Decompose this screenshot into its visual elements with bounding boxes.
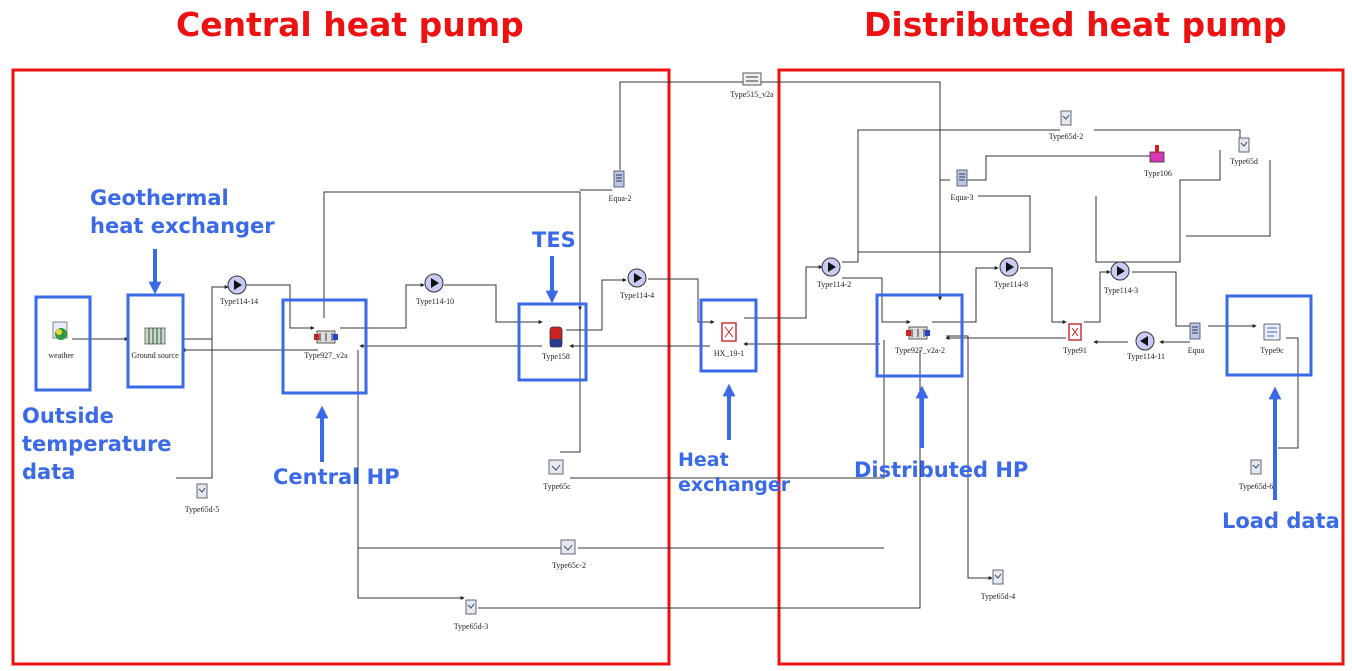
label-type65d: Type65d — [1230, 157, 1258, 166]
label-equa-2: Equa-2 — [608, 194, 632, 203]
pump-type114-2[interactable] — [821, 257, 841, 277]
label-type927-v2a-2: Type927_v2a-2 — [894, 346, 946, 355]
geothermal-line2: heat exchanger — [90, 214, 275, 238]
label-type114-2: Type114-2 — [816, 280, 852, 289]
label-type65d-6: Type65d-6 — [1238, 482, 1274, 491]
label-type65d-4: Type65d-4 — [980, 592, 1016, 601]
label-type91: Type91 — [1063, 346, 1087, 355]
pump-type114-10[interactable] — [424, 273, 444, 293]
label-type65d-3: Type65d-3 — [453, 622, 489, 631]
pump-type114-14[interactable] — [227, 275, 247, 295]
type91-component[interactable] — [1068, 323, 1082, 341]
type65d-4-printer-icon[interactable] — [992, 569, 1004, 585]
type515-component[interactable] — [742, 72, 762, 86]
type65c-printer-icon[interactable] — [548, 459, 564, 475]
highlight-boxes — [34, 293, 1313, 395]
heat-exchanger-line2: exchanger — [678, 474, 791, 496]
label-type65d-2: Type65d-2 — [1048, 132, 1084, 141]
type106-component[interactable] — [1149, 145, 1165, 163]
outside-line1: Outside — [22, 404, 114, 428]
pump-type114-3[interactable] — [1110, 261, 1130, 281]
tes-annotation: TES — [532, 228, 576, 252]
pump-type114-8[interactable] — [999, 257, 1019, 277]
outside-temperature-annotation: Outside temperature data — [22, 402, 172, 486]
label-type65c: Type65c — [543, 482, 571, 491]
distributed-section-frame — [777, 68, 1345, 666]
label-type927-v2a: Type927_v2a — [304, 351, 348, 360]
pump-type114-11[interactable] — [1135, 331, 1155, 351]
highlight-tes — [517, 302, 588, 382]
distributed-hp-annotation: Distributed HP — [854, 458, 1029, 482]
load-data-annotation: Load data — [1222, 509, 1340, 533]
type65d-6-printer-icon[interactable] — [1250, 459, 1262, 475]
heat-exchanger-component[interactable] — [721, 322, 737, 342]
label-type114-8: Type114-8 — [993, 280, 1029, 289]
label-type114-10: Type114-10 — [415, 297, 455, 306]
type65d-2-printer-icon[interactable] — [1060, 110, 1072, 126]
label-type515-v2a: Type515_v2a — [730, 90, 774, 99]
connection-wires — [72, 81, 1299, 609]
type65d-printer-icon[interactable] — [1238, 137, 1250, 153]
highlight-weather — [34, 295, 92, 392]
ground-source-component[interactable] — [144, 327, 166, 345]
label-equa-3: Equa-3 — [950, 193, 974, 202]
label-type114-4: Type114-4 — [619, 291, 655, 300]
central-section-title: Central heat pump — [176, 5, 524, 44]
type65c-2-printer-icon[interactable] — [560, 539, 576, 555]
geothermal-annotation: Geothermal heat exchanger — [90, 184, 275, 240]
label-type158: Type158 — [542, 352, 570, 361]
label-type114-14: Type114-14 — [219, 297, 259, 306]
central-section-frame — [11, 68, 671, 666]
label-type114-11: Type114-11 — [1127, 352, 1165, 361]
central-hp-annotation: Central HP — [273, 465, 400, 489]
highlight-central-hp — [281, 298, 368, 395]
label-type65c-2: Type65c-2 — [551, 561, 587, 570]
highlight-heat-exchanger — [699, 298, 758, 373]
label-type9c: Type9c — [1260, 346, 1284, 355]
distributed-heat-pump-component[interactable] — [906, 326, 930, 340]
label-type114-3: Type114-3 — [1103, 286, 1139, 295]
highlight-ground-source — [126, 293, 185, 389]
type65d-5-printer-icon[interactable] — [196, 483, 208, 499]
outside-line2: temperature — [22, 432, 172, 456]
pump-type114-4[interactable] — [627, 268, 647, 288]
heat-exchanger-line1: Heat — [678, 449, 729, 471]
equa-2-component[interactable] — [613, 170, 625, 188]
type65d-3-printer-icon[interactable] — [465, 599, 477, 615]
type9c-load-data-component[interactable] — [1263, 323, 1281, 341]
highlight-distributed-hp — [875, 293, 964, 378]
label-type106: Type106 — [1144, 169, 1172, 178]
outside-line3: data — [22, 460, 76, 484]
distributed-section-title: Distributed heat pump — [864, 5, 1287, 44]
geothermal-line1: Geothermal — [90, 186, 229, 210]
equa-3-component[interactable] — [956, 169, 968, 187]
label-equa: Equa — [1187, 346, 1205, 355]
weather-component[interactable] — [52, 321, 68, 340]
highlight-load-data — [1225, 294, 1313, 377]
tes-tank-component[interactable] — [549, 326, 563, 348]
heat-exchanger-annotation: Heat exchanger — [678, 448, 790, 498]
central-heat-pump-component[interactable] — [314, 330, 338, 344]
label-type65d-5: Type65d-5 — [184, 505, 220, 514]
label-hx-19-1: HX_19-1 — [713, 349, 745, 358]
label-weather: weather — [48, 351, 74, 360]
equa-component[interactable] — [1189, 322, 1201, 340]
label-ground-source: Ground source — [131, 351, 179, 360]
annotation-arrows — [148, 249, 1282, 500]
